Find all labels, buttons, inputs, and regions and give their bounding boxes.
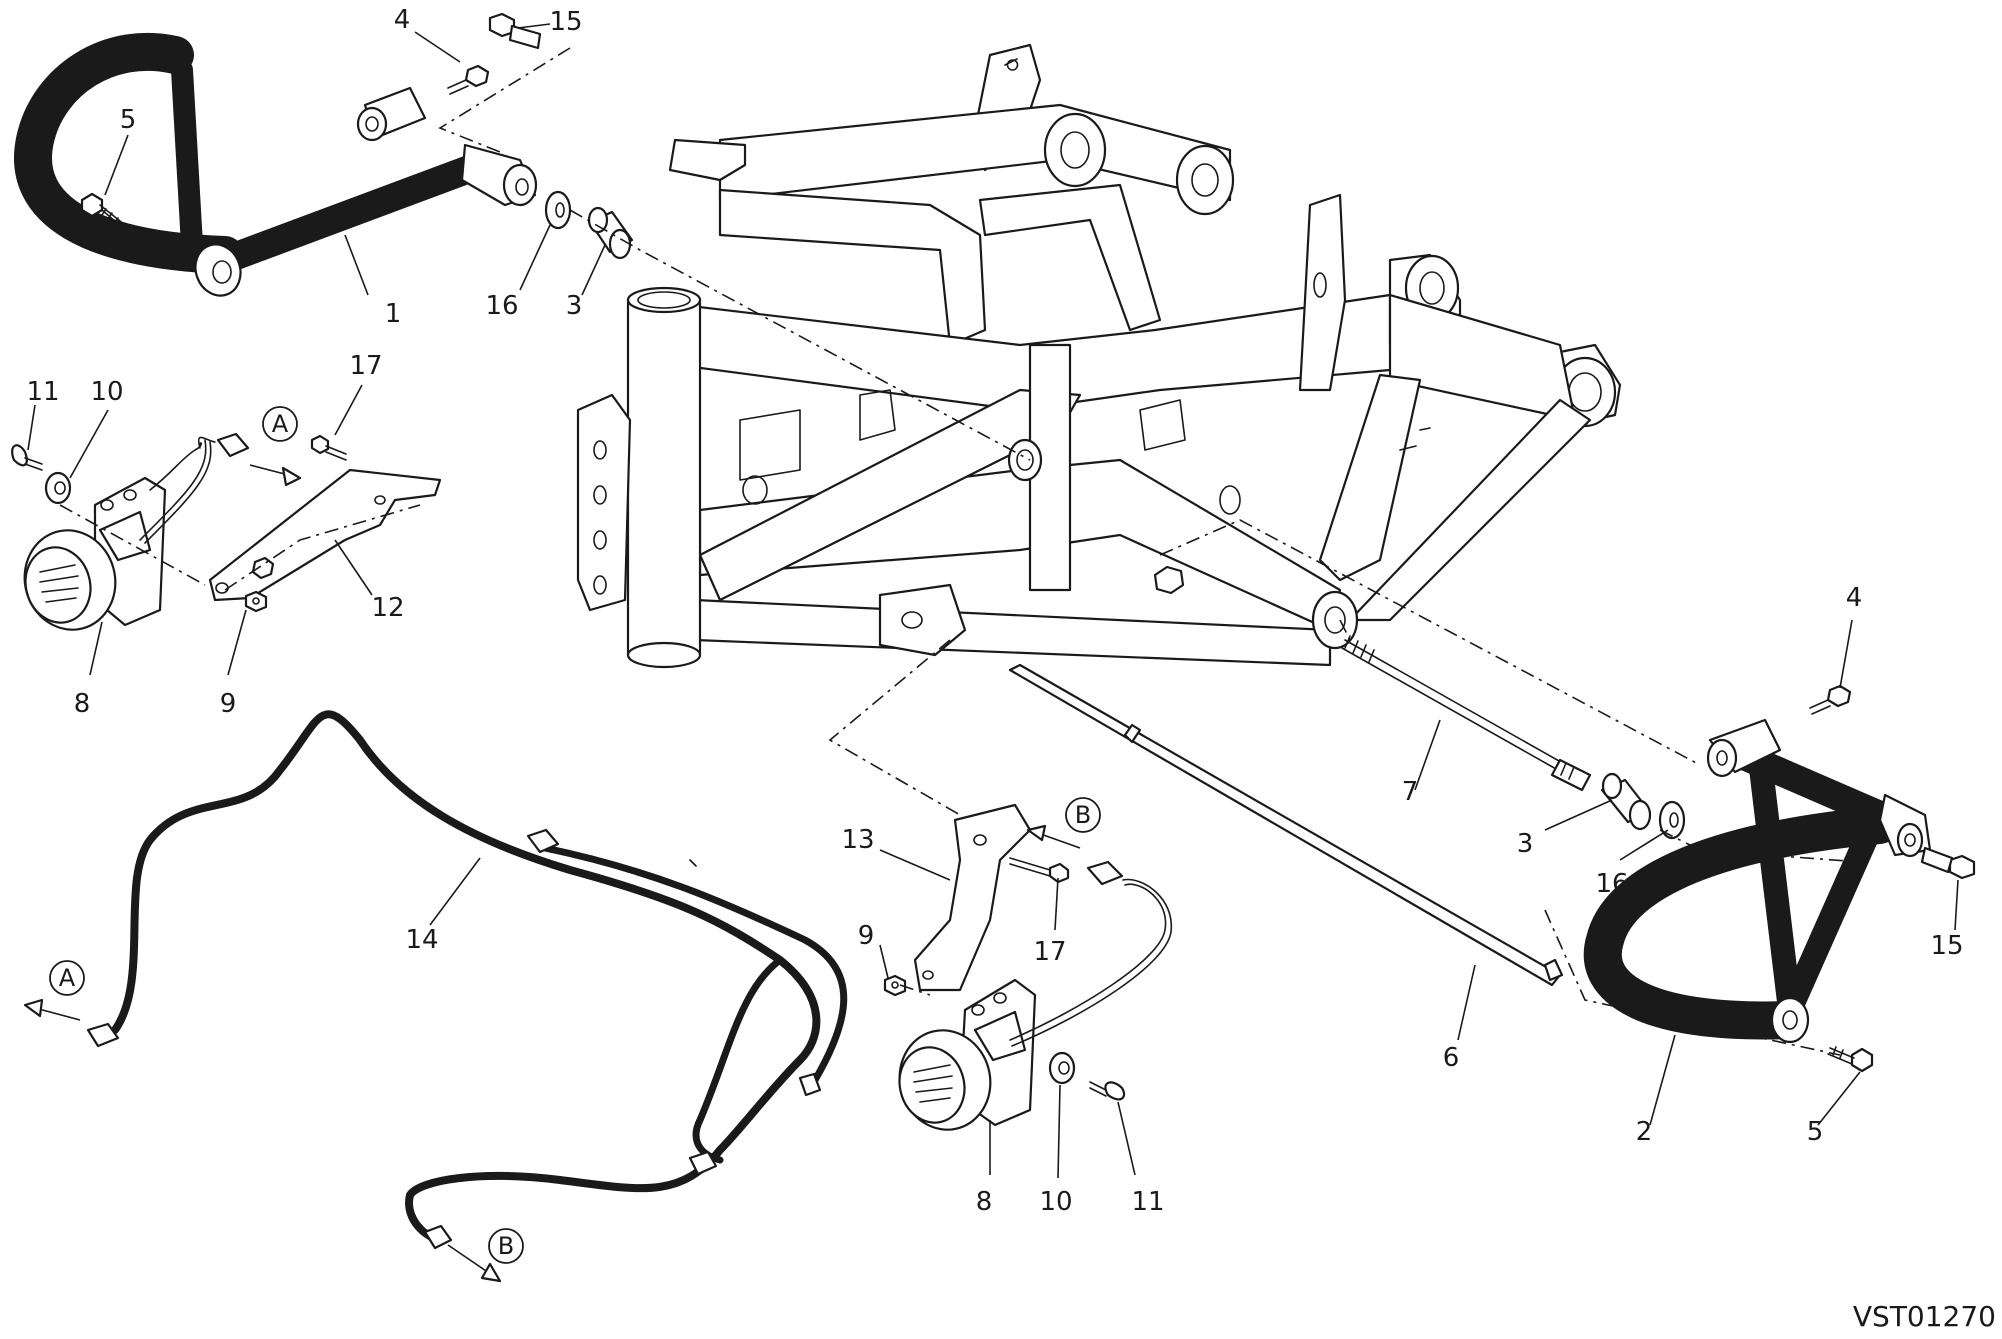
spacer-3-left xyxy=(587,206,634,260)
label-part-14: 14 xyxy=(405,925,438,955)
label-part-15-left: 15 xyxy=(549,7,582,37)
label-part-10-left: 10 xyxy=(90,377,123,407)
svg-text:B: B xyxy=(498,1232,514,1260)
crash-bar-right xyxy=(1583,718,1932,1044)
label-part-12: 12 xyxy=(371,593,404,623)
label-part-5-left: 5 xyxy=(120,105,137,135)
grommet-10-right xyxy=(1048,1051,1076,1085)
label-part-10-right: 10 xyxy=(1039,1187,1072,1217)
screw-17-right xyxy=(1009,857,1070,884)
label-part-13: 13 xyxy=(841,825,874,855)
grommet-10-left xyxy=(44,471,72,505)
washer-16-right xyxy=(1658,800,1686,840)
label-part-7: 7 xyxy=(1402,777,1419,807)
label-part-16-right: 16 xyxy=(1595,869,1628,899)
motorcycle-frame xyxy=(576,43,1622,669)
connector-ref-a-lower: A xyxy=(49,960,85,996)
lamp-cable-left xyxy=(139,432,250,544)
rod-6 xyxy=(1008,663,1564,987)
lamp-cable-right xyxy=(1009,860,1172,1047)
label-part-9-left: 9 xyxy=(220,689,237,719)
svg-text:B: B xyxy=(1075,801,1091,829)
bracket-13 xyxy=(913,803,1032,992)
nut-9-left xyxy=(244,590,268,613)
screw-4-right xyxy=(1809,684,1852,715)
drawing-code: VST01270 xyxy=(1853,1300,1996,1333)
leader-lines xyxy=(27,23,1959,1179)
label-part-4-left: 4 xyxy=(394,5,411,35)
label-part-9-right: 9 xyxy=(858,921,875,951)
plug-11-left xyxy=(11,444,43,471)
connector-arrows xyxy=(23,464,1081,1283)
label-part-6: 6 xyxy=(1443,1043,1460,1073)
label-part-8-right: 8 xyxy=(976,1187,993,1217)
auxiliary-lamp-right xyxy=(898,978,1037,1131)
label-part-11-right: 11 xyxy=(1131,1187,1164,1217)
connector-ref-b-lower: B xyxy=(488,1228,524,1264)
label-part-3-right: 3 xyxy=(1517,829,1534,859)
crash-bar-left xyxy=(14,32,538,297)
svg-text:A: A xyxy=(272,410,289,438)
label-part-15-right: 15 xyxy=(1930,931,1963,961)
rod-7 xyxy=(1341,635,1592,792)
label-part-3-left: 3 xyxy=(566,291,583,321)
label-part-2: 2 xyxy=(1636,1117,1653,1147)
part-number-labels: 4 15 5 1 16 3 11 10 17 12 8 9 14 13 9 17… xyxy=(26,5,1963,1217)
label-part-16-left: 16 xyxy=(485,291,518,321)
label-part-17-right: 17 xyxy=(1033,937,1066,967)
bolt-15-left xyxy=(488,12,542,50)
connector-ref-a-upper: A xyxy=(262,406,298,442)
label-part-11-left: 11 xyxy=(26,377,59,407)
plug-11-right xyxy=(1089,1081,1126,1101)
spacer-3-right xyxy=(1600,772,1652,831)
label-part-5-right: 5 xyxy=(1807,1117,1824,1147)
label-part-8-left: 8 xyxy=(74,689,91,719)
bracket-12 xyxy=(208,468,442,602)
wiring-harness xyxy=(86,710,848,1250)
label-part-17-left: 17 xyxy=(349,351,382,381)
svg-text:A: A xyxy=(59,964,76,992)
screw-4-left xyxy=(447,64,490,95)
screw-17-left xyxy=(310,434,347,461)
label-part-1: 1 xyxy=(385,299,402,329)
connector-ref-b-upper: B xyxy=(1065,797,1101,833)
nut-9-right xyxy=(883,974,907,997)
screw-5-left xyxy=(80,192,126,229)
screw-5-right xyxy=(1827,1046,1874,1073)
washer-16-left xyxy=(544,190,572,230)
assembly-lines xyxy=(59,47,1861,1056)
label-part-4-right: 4 xyxy=(1846,583,1863,613)
bolt-15-right xyxy=(1920,846,1976,880)
auxiliary-lamp-left xyxy=(23,442,203,631)
